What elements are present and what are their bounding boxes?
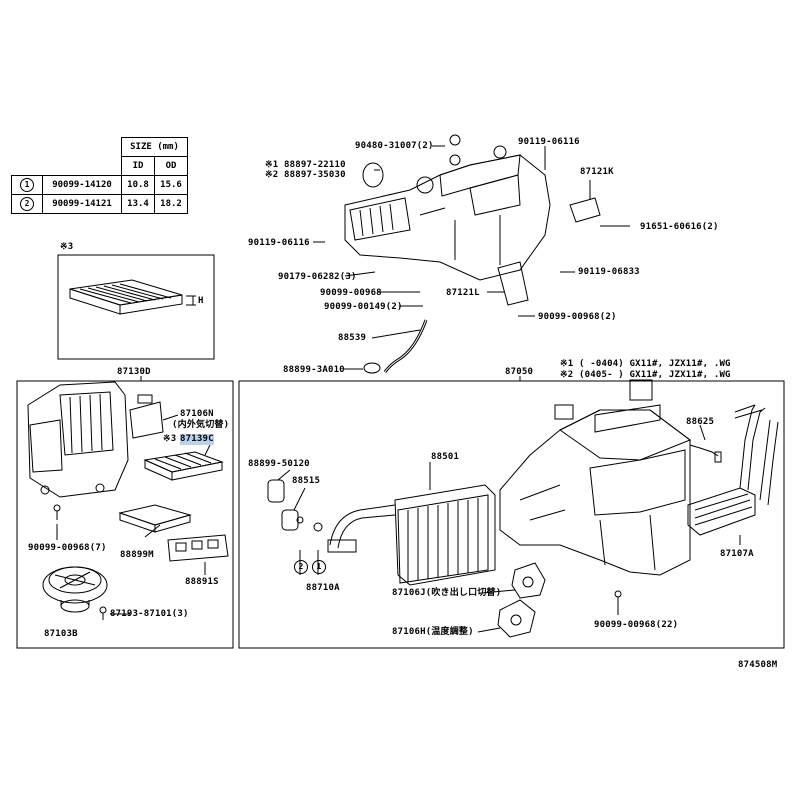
part-label-87193: 87193-87101(3) (110, 609, 189, 619)
hose-size-table: SIZE (mm) ID OD 1 90099-14120 10.8 15.6 … (11, 137, 188, 214)
refrigerant-pipes (327, 504, 396, 553)
part-label-90099-00968-top: 90099-00968 (320, 288, 382, 298)
part-label-87107a: 87107A (720, 549, 754, 559)
part-label-87139c: 87139C (180, 434, 214, 445)
vehicle-note-2: ※2 (0405- ) GX11#, JZX11#, .WG (560, 370, 731, 380)
circle-number-1: 1 (20, 178, 34, 192)
heater-unit-top (344, 134, 601, 306)
section-title-87130d: 87130D (117, 367, 151, 377)
part-label-88501: 88501 (431, 452, 460, 462)
part-label-90119-06116-b: 90119-06116 (248, 238, 310, 248)
part-label-90119-06116-a: 90119-06116 (518, 137, 580, 147)
section-title-87050: 87050 (505, 367, 534, 377)
part-label-88515: 88515 (292, 476, 321, 486)
drain-hose (383, 319, 428, 373)
diagram-id: 874508M (738, 660, 778, 670)
left-section-frame (16, 380, 234, 649)
vehicle-note-1: ※1 ( -0404) GX11#, JZX11#, .WG (560, 359, 731, 369)
part-label-88539: 88539 (338, 333, 367, 343)
inner-diameter: 10.8 (121, 175, 155, 195)
heater-core (687, 404, 779, 536)
part-label-88899-50120: 88899-50120 (248, 459, 310, 469)
screw-left-1 (53, 504, 61, 512)
size-col-od: OD (154, 156, 188, 176)
part-label-87106j: 87106J(吹き出し口切替) (392, 588, 502, 598)
filter-element-detail (69, 279, 196, 315)
expansion-valve (267, 479, 323, 532)
temp-servo (497, 599, 536, 638)
part-label-88899m: 88899M (120, 550, 154, 560)
part-label-note1: ※1 88897-22110 (265, 160, 346, 170)
screw-left-2 (99, 606, 107, 614)
filter-note-mark: ※3 (60, 242, 74, 252)
screw-right (614, 590, 622, 598)
outer-diameter: 18.2 (154, 194, 188, 214)
part-label-88710a: 88710A (306, 583, 340, 593)
air-conditioning-unit (499, 379, 692, 576)
circle-number-2-marker: 2 (294, 560, 308, 574)
cabin-filter (143, 451, 224, 481)
part-label-note2: ※2 88897-35030 (265, 170, 346, 180)
case-plate (167, 534, 229, 562)
part-number: 90099-14120 (42, 175, 122, 195)
right-section-frame (238, 380, 785, 649)
mode-servo (511, 562, 546, 599)
part-label-90119-06833: 90119-06833 (578, 267, 640, 277)
part-number: 90099-14121 (42, 194, 122, 214)
blower-motor (42, 566, 108, 613)
part-label-90099-00149: 90099-00149(2) (324, 302, 403, 312)
part-label-87103b: 87103B (44, 629, 78, 639)
size-col-id: ID (121, 156, 155, 176)
size-header: SIZE (mm) (121, 137, 188, 157)
air-inlet-servo (129, 394, 164, 439)
part-label-87121k: 87121K (580, 167, 614, 177)
part-label-88891s: 88891S (185, 577, 219, 587)
table-row: 2 90099-14121 13.4 18.2 (11, 194, 188, 214)
part-label-91651: 91651-60616(2) (640, 222, 719, 232)
part-label-87106n: 87106N (180, 409, 214, 419)
part-label-90099-00968-2: 90099-00968(2) (538, 312, 617, 322)
evaporator (394, 484, 496, 586)
circle-number-2: 2 (20, 197, 34, 211)
filter-cover (118, 504, 192, 533)
filter-height-label: H (198, 296, 204, 306)
inner-diameter: 13.4 (121, 194, 155, 214)
table-row: 1 90099-14120 10.8 15.6 (11, 175, 188, 195)
part-label-90179: 90179-06282(3) (278, 272, 357, 282)
part-label-88625: 88625 (686, 417, 715, 427)
filter-detail-frame (57, 254, 215, 360)
part-label-90480: 90480-31007(2) (355, 141, 434, 151)
sensor-wire (689, 444, 719, 457)
outer-diameter: 15.6 (154, 175, 188, 195)
part-label-90099-00968-22: 90099-00968(22) (594, 620, 679, 630)
part-label-87121l: 87121L (446, 288, 480, 298)
blower-case (27, 381, 129, 498)
part-label-87139c-note: ※3 (163, 434, 177, 444)
part-label-87106h: 87106H(温度調整) (392, 627, 474, 637)
part-label-88899-3a010: 88899-3A010 (283, 365, 345, 375)
part-label-87106n-desc: (内外気切替) (172, 420, 230, 430)
part-label-90099-00968-7: 90099-00968(7) (28, 543, 107, 553)
grommet (363, 362, 381, 374)
circle-number-1-marker: 1 (312, 560, 326, 574)
